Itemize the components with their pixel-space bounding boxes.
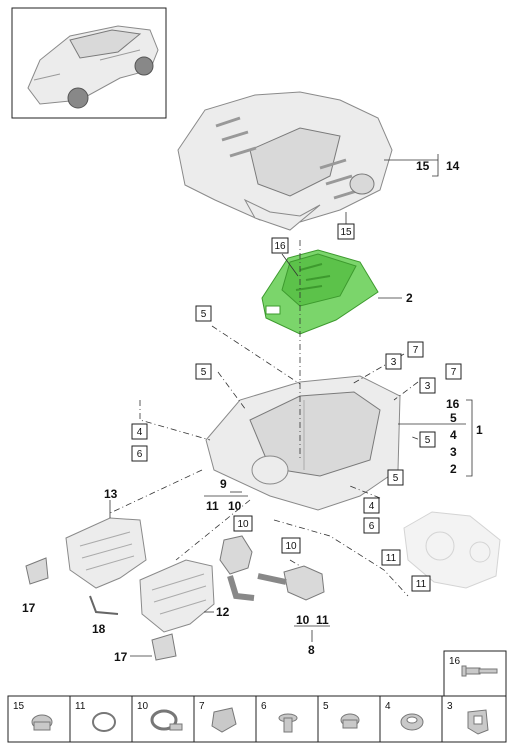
callout-2-list[interactable]: 2 [450,462,457,476]
callout-17-bottom[interactable]: 17 [114,650,128,664]
vehicle-thumbnail[interactable] [11,7,167,119]
callout-16-list[interactable]: 16 [446,397,460,411]
duct-part-13[interactable] [25,517,147,589]
legend-cell-5[interactable]: 5 [317,695,381,743]
callout-18[interactable]: 18 [92,622,106,636]
bracket-clip-icon [467,709,489,735]
callout-3-b[interactable]: 3 [419,377,436,394]
callout-11-a[interactable]: 11 [381,549,401,566]
callout-11-8[interactable]: 11 [316,613,329,627]
clip-icon [211,707,237,733]
plug-icon [340,713,360,729]
callout-5-d[interactable]: 5 [387,469,404,486]
legend-cell-15[interactable]: 15 [7,695,71,743]
svg-text:3: 3 [425,381,431,392]
svg-text:6: 6 [369,521,375,532]
plug-icon [31,714,53,731]
callout-10-8[interactable]: 10 [296,613,310,627]
turbo-silhouette [403,511,501,589]
callout-1[interactable]: 1 [476,423,483,437]
legend-cell-7[interactable]: 7 [193,695,257,743]
callout-11-b[interactable]: 11 [411,575,431,592]
svg-text:11: 11 [416,579,427,590]
callout-11-9[interactable]: 11 [206,499,219,513]
svg-text:11: 11 [75,701,86,712]
callout-5-b[interactable]: 5 [195,363,212,380]
callout-4-a[interactable]: 4 [131,423,148,440]
callout-8[interactable]: 8 [308,643,315,657]
svg-text:5: 5 [393,473,399,484]
svg-text:6: 6 [137,449,143,460]
callout-15-top[interactable]: 15 [337,223,355,240]
callout-15-bold[interactable]: 15 [416,159,430,173]
callout-3-list[interactable]: 3 [450,445,457,459]
assembly-lines [107,240,431,597]
svg-text:10: 10 [237,519,249,530]
callout-16-top[interactable]: 16 [271,237,289,254]
grommet-icon [400,713,424,731]
callout-4-list[interactable]: 4 [450,428,457,442]
legend-cell-6[interactable]: 6 [255,695,319,743]
svg-text:3: 3 [391,357,397,368]
svg-text:11: 11 [386,553,397,564]
svg-text:7: 7 [199,701,205,712]
highlighted-part-2[interactable] [261,249,379,335]
callout-5-c[interactable]: 5 [419,431,436,448]
svg-text:7: 7 [451,367,457,378]
parts-legend: 16 15 11 10 7 6 [7,650,507,743]
svg-text:5: 5 [201,367,207,378]
legend-cell-16[interactable]: 16 [443,650,507,697]
callout-7-b[interactable]: 7 [445,363,462,380]
hose-clamp-icon [150,709,183,731]
svg-text:10: 10 [285,541,297,552]
callout-13[interactable]: 13 [104,487,118,501]
svg-text:6: 6 [261,701,267,712]
callout-7-a[interactable]: 7 [407,341,424,358]
callout-14[interactable]: 14 [446,159,460,173]
callout-5-a[interactable]: 5 [195,305,212,322]
callout-2[interactable]: 2 [406,291,413,305]
legend-cell-4[interactable]: 4 [379,695,443,743]
air-box-housing[interactable] [205,375,401,511]
hose-assembly[interactable] [219,535,325,601]
duct-part-12[interactable] [89,559,215,661]
push-rivet-icon [278,713,298,733]
leader-lines [109,154,473,657]
svg-text:15: 15 [13,701,25,712]
legend-cell-3[interactable]: 3 [441,695,507,743]
svg-text:15: 15 [340,227,352,238]
legend-cell-10[interactable]: 10 [131,695,195,743]
callout-10-b[interactable]: 10 [281,537,301,554]
callout-9[interactable]: 9 [220,477,227,491]
callout-10-9[interactable]: 10 [228,499,242,513]
svg-text:16: 16 [274,241,286,252]
svg-text:5: 5 [201,309,207,320]
callout-5-list[interactable]: 5 [450,411,457,425]
svg-text:3: 3 [447,701,453,712]
callout-17-left[interactable]: 17 [22,601,36,615]
engine-cover[interactable] [177,91,393,231]
legend-cell-11[interactable]: 11 [69,695,133,743]
callout-10-a[interactable]: 10 [233,515,253,532]
ring-icon [92,712,116,732]
callout-4-b[interactable]: 4 [363,497,380,514]
svg-text:5: 5 [425,435,431,446]
callout-6-a[interactable]: 6 [131,445,148,462]
svg-text:16: 16 [449,656,461,667]
svg-text:7: 7 [413,345,419,356]
svg-text:5: 5 [323,701,329,712]
svg-text:4: 4 [369,501,375,512]
svg-text:4: 4 [137,427,143,438]
callout-12[interactable]: 12 [216,605,230,619]
callout-3-a[interactable]: 3 [385,353,402,370]
svg-text:10: 10 [137,701,149,712]
callout-6-b[interactable]: 6 [363,517,380,534]
screw-icon [461,665,498,677]
svg-text:4: 4 [385,701,391,712]
